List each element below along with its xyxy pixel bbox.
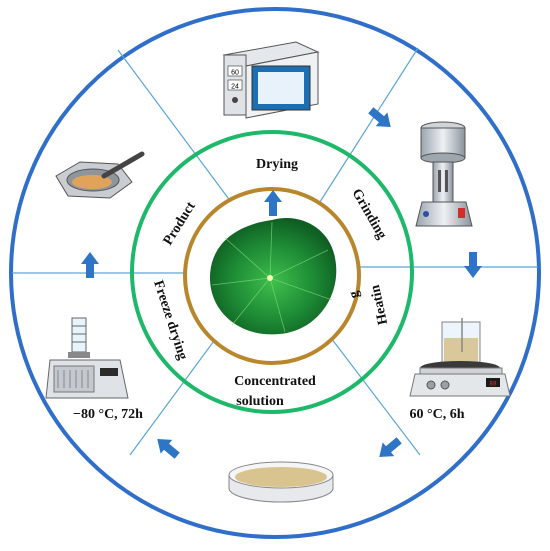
drying-oven-icon: 60 24 bbox=[222, 41, 320, 119]
arrows bbox=[81, 107, 482, 459]
stage-ring bbox=[130, 130, 414, 414]
freeze-dryer-icon bbox=[45, 317, 129, 399]
arrow-to-dish-icon bbox=[379, 437, 402, 457]
mortar-product-icon bbox=[55, 151, 145, 199]
svg-text:88: 88 bbox=[489, 381, 497, 388]
sector-dividers bbox=[12, 47, 538, 456]
stirring-hotplate-icon: 88 bbox=[409, 318, 511, 397]
stage-label-solution: solution bbox=[236, 394, 284, 409]
petri-dish-icon bbox=[228, 461, 334, 503]
arrow-up-left-icon bbox=[81, 252, 99, 278]
oven-temp-readout: 60 bbox=[231, 70, 239, 77]
stage-label-concentrated: Concentrated bbox=[234, 374, 316, 389]
arrow-up-center-icon bbox=[264, 190, 282, 216]
freeze-condition: −80 °C, 72h bbox=[73, 407, 143, 422]
heating-condition: 60 °C, 6h bbox=[410, 407, 465, 422]
oven-time-readout: 24 bbox=[231, 84, 239, 91]
stage-label-heating-g: g bbox=[347, 290, 363, 300]
arrow-down-right-icon bbox=[464, 252, 482, 278]
grinder-icon bbox=[415, 121, 473, 227]
arrow-to-grinder-icon bbox=[368, 107, 391, 127]
arrow-to-freeze-dryer-icon bbox=[157, 439, 180, 459]
lotus-leaf bbox=[210, 217, 337, 335]
stage-label-drying: Drying bbox=[256, 157, 298, 172]
